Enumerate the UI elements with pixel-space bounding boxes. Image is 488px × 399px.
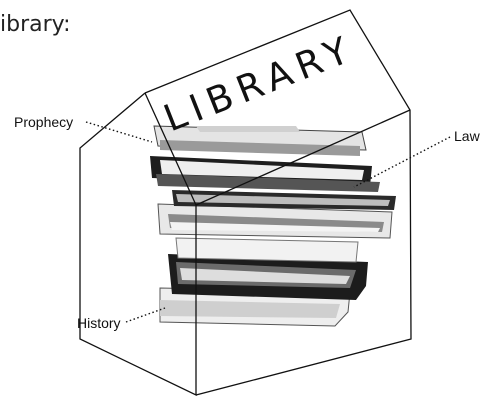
house-sign: LIBRARY — [158, 26, 361, 140]
book-stack-image — [150, 126, 396, 326]
callout-law: Law — [454, 128, 480, 144]
callout-history: History — [77, 315, 121, 331]
callout-prophecy: Prophecy — [14, 114, 73, 130]
